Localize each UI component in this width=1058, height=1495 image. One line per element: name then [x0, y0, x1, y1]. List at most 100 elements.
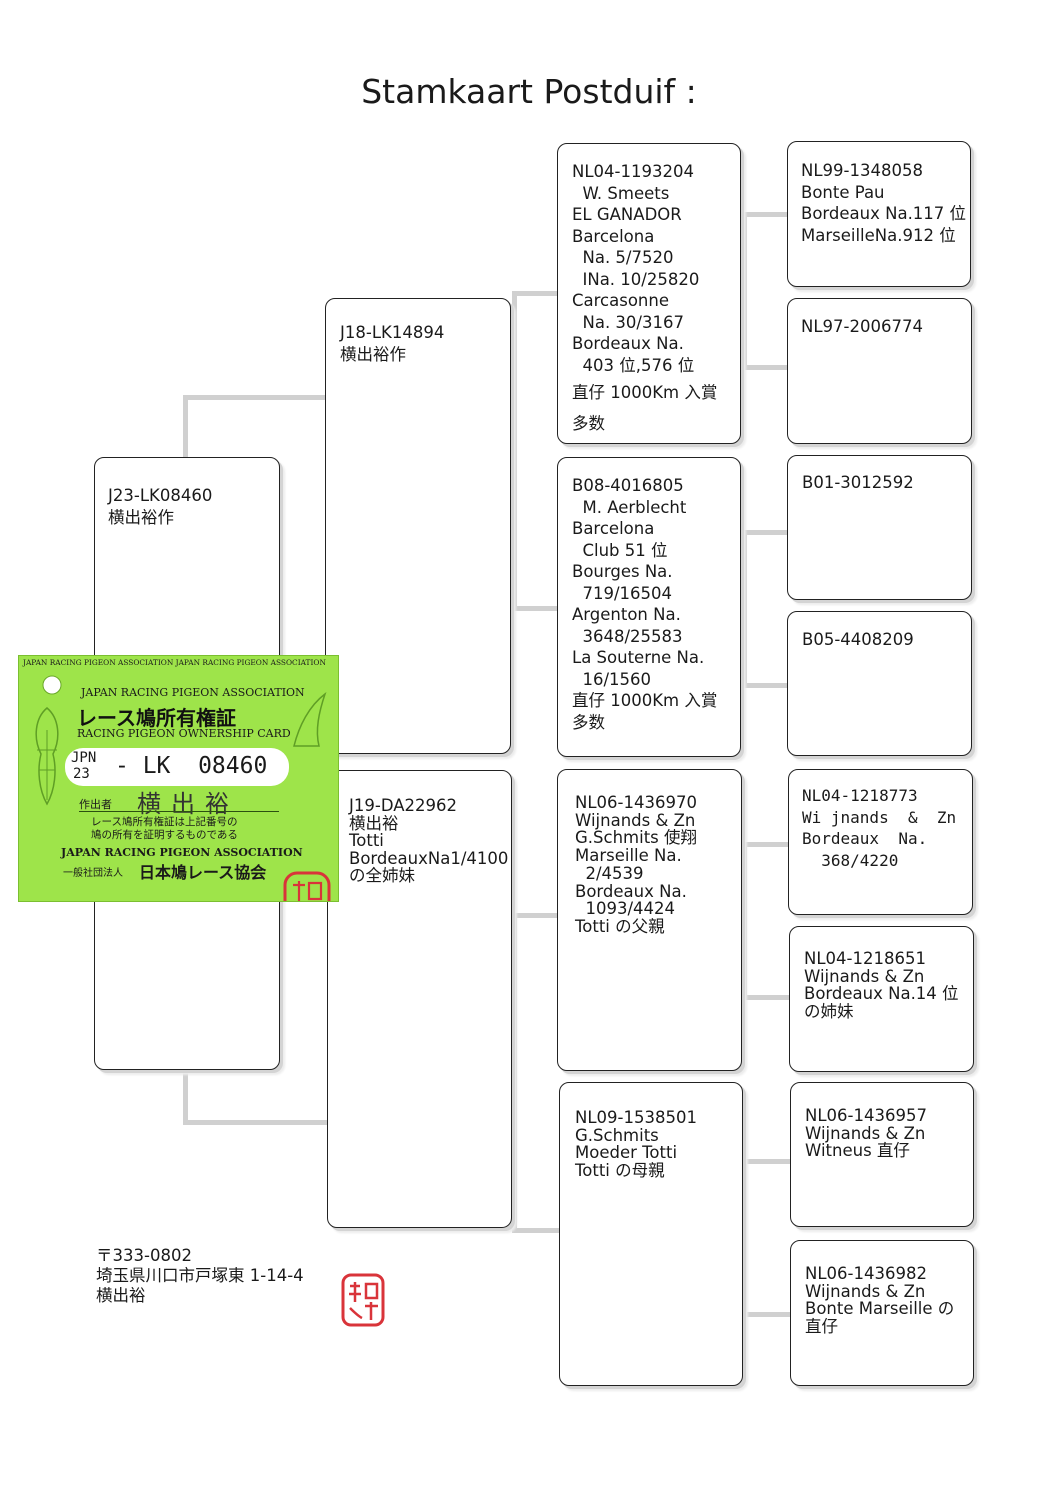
connector-sire-parents	[512, 291, 560, 611]
dam-line: の全姉妹	[349, 866, 415, 885]
gsire-paternal-line: EL GANADOR	[572, 205, 682, 224]
address-street: 埼玉県川口市戸塚東 1-14-4	[96, 1266, 304, 1285]
card-pigeon-emblem-right-icon	[293, 691, 327, 747]
page-title: Stamkaart Postduif :	[361, 72, 697, 111]
ggp5-line: Bordeaux Na.	[802, 829, 928, 848]
gsire-paternal-line: W. Smeets	[572, 183, 670, 203]
ggp8-line: 直仔	[805, 1317, 838, 1337]
box-ggp5: NL04-1218773 Wi jnands & Zn Bordeaux Na.…	[788, 769, 973, 915]
card-association-caps: JAPAN RACING PIGEON ASSOCIATION	[61, 846, 303, 859]
card-stamp-icon	[283, 871, 331, 901]
ggp7-line: Wijnands & Zn	[805, 1123, 926, 1143]
gdam-paternal-line: Argenton Na.	[572, 605, 681, 624]
ggp1-line: Bonte Pau	[801, 182, 885, 202]
gdam-maternal-line: G.Schmits	[575, 1125, 659, 1145]
seal-stamp-icon	[341, 1273, 385, 1327]
gsire-paternal-line: 多数	[572, 414, 605, 433]
gdam-paternal-line: Bourges Na.	[572, 562, 673, 581]
gdam-paternal-line: M. Aerblecht	[572, 497, 687, 517]
ownership-card: JAPAN RACING PIGEON ASSOCIATION JAPAN RA…	[18, 655, 339, 902]
gsire-paternal-line: Na. 30/3167	[572, 312, 684, 332]
gsire-paternal-line: INa. 10/25820	[572, 269, 700, 289]
gsire-paternal-line: 直仔 1000Km 入賞	[572, 383, 718, 402]
box-ggp1: NL99-1348058 Bonte Pau Bordeaux Na.117 位…	[787, 141, 971, 287]
ggp7-line: NL06-1436957	[805, 1106, 927, 1125]
gdam-paternal-line: 16/1560	[572, 669, 652, 689]
card-title-jp: レース鳩所有権証	[77, 706, 236, 730]
gdam-maternal-line: Moeder Totti	[575, 1143, 678, 1163]
gsire-maternal-line: 1093/4424	[575, 899, 676, 919]
gsire-maternal-line: Marseille Na.	[575, 846, 682, 866]
ggp1-line: Bordeaux Na.117 位	[801, 204, 967, 223]
box-gdam-maternal: NL09-1538501 G.Schmits Moeder Totti Tott…	[559, 1082, 743, 1386]
gsire-paternal-line: NL04-1193204	[572, 162, 694, 181]
ggp8-line: Bonte Marseille の	[805, 1299, 955, 1319]
gsire-paternal-line: 403 位,576 位	[572, 355, 695, 375]
box-gsire-maternal: NL06-1436970 Wijnands & Zn G.Schmits 使翔 …	[557, 769, 742, 1071]
ggp4-line: B05-4408209	[802, 630, 914, 649]
ggp8-line: NL06-1436982	[805, 1264, 927, 1283]
card-association-jp: 日本鳩レース協会	[139, 863, 267, 882]
card-year: 23	[73, 766, 90, 782]
card-owner-name: 横出裕	[137, 790, 239, 818]
gdam-paternal-line: 3648/25583	[572, 626, 683, 646]
ggp8-line: Wijnands & Zn	[805, 1281, 926, 1301]
box-dam: J19-DA22962 横出裕 Totti BordeauxNa1/4100 の…	[327, 770, 512, 1228]
dam-ring: J19-DA22962	[349, 796, 458, 815]
gdam-paternal-line: Barcelona	[572, 519, 655, 538]
box-ggp6: NL04-1218651 Wijnands & Zn Bordeaux Na.1…	[789, 926, 974, 1072]
connector-gsire-paternal	[742, 212, 790, 370]
ggp5-line: 368/4220	[802, 850, 899, 870]
box-gdam-paternal: B08-4016805 M. Aerblecht Barcelona Club …	[557, 457, 741, 757]
connector-gdam-maternal	[742, 1159, 790, 1317]
card-hole-icon	[42, 675, 62, 695]
connector-dam-parents	[512, 913, 560, 1233]
ggp6-line: Wijnands & Zn	[804, 966, 925, 986]
gsire-maternal-line: NL06-1436970	[575, 793, 697, 812]
ggp2-line: NL97-2006774	[801, 317, 923, 336]
ggp6-line: NL04-1218651	[804, 949, 926, 968]
gdam-maternal-line: NL09-1538501	[575, 1108, 697, 1127]
gdam-maternal-line: Totti の母親	[575, 1161, 665, 1181]
card-owner-underline	[79, 811, 279, 812]
gdam-paternal-line: 多数	[572, 712, 605, 732]
card-association-en: JAPAN RACING PIGEON ASSOCIATION	[81, 686, 305, 699]
connector-gsire-maternal	[742, 842, 790, 1000]
address-name: 横出裕	[96, 1286, 146, 1305]
connector-gdam-paternal	[742, 530, 790, 688]
subject-ring: J23-LK08460	[108, 486, 213, 505]
box-gsire-paternal: NL04-1193204 W. Smeets EL GANADOR Barcel…	[557, 143, 741, 444]
card-owner-label: 作出者	[79, 798, 112, 811]
ggp3-line: B01-3012592	[802, 473, 914, 492]
card-country: JPN	[71, 750, 97, 766]
box-ggp3: B01-3012592	[787, 455, 972, 600]
card-pigeon-emblem-icon	[35, 707, 59, 806]
gsire-paternal-line: Carcasonne	[572, 291, 669, 310]
card-note-line2: 鳩の所有を証明するものである	[91, 829, 238, 841]
ggp7-line: Witneus 直仔	[805, 1141, 910, 1161]
gsire-maternal-line: Wijnands & Zn	[575, 810, 696, 830]
box-ggp7: NL06-1436957 Wijnands & Zn Witneus 直仔	[790, 1082, 974, 1227]
gdam-paternal-line: 719/16504	[572, 583, 673, 603]
card-border-text: JAPAN RACING PIGEON ASSOCIATION JAPAN RA…	[23, 658, 326, 667]
card-ring-number: - LK 08460	[115, 753, 268, 779]
gdam-paternal-line: 直仔 1000Km 入賞	[572, 691, 718, 710]
gdam-paternal-line: B08-4016805	[572, 476, 684, 495]
address-postcode: 〒333-0802	[96, 1246, 192, 1265]
box-sire: J18-LK14894 横出裕作	[325, 298, 511, 754]
gsire-maternal-line: Bordeaux Na.	[575, 881, 687, 901]
gdam-paternal-line: Club 51 位	[572, 540, 668, 560]
card-association-jp-prefix: 一般社団法人	[63, 868, 123, 879]
ggp5-line: Wi jnands & Zn	[802, 807, 957, 827]
box-ggp4: B05-4408209	[787, 611, 972, 756]
dam-line: Totti	[349, 831, 384, 850]
breeder-address: 〒333-0802 埼玉県川口市戸塚東 1-14-4 横出裕	[96, 1246, 304, 1306]
gsire-maternal-line: G.Schmits 使翔	[575, 828, 698, 848]
sire-breeder: 横出裕作	[340, 344, 406, 364]
gsire-paternal-line: Na. 5/7520	[572, 248, 674, 267]
ggp6-line: の姉妹	[804, 1001, 854, 1021]
gsire-paternal-line: Barcelona	[572, 226, 655, 246]
gsire-maternal-line: Totti の父親	[575, 916, 665, 936]
gsire-paternal-line: Bordeaux Na.	[572, 334, 684, 353]
card-ring-field	[65, 748, 289, 786]
